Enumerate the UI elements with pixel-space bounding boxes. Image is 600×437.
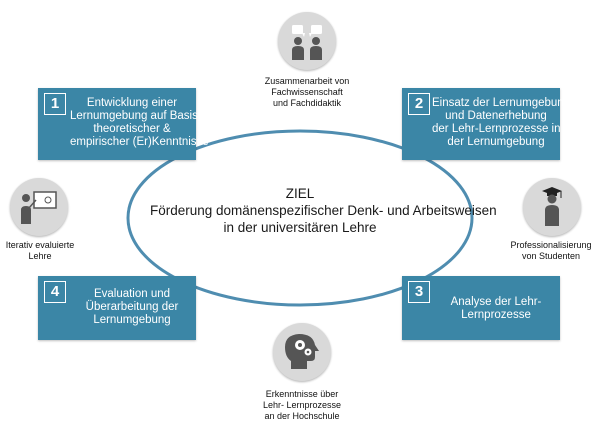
presentation-caption: Iterativ evaluierte Lehre <box>0 240 80 262</box>
caption-line: Iterativ evaluierte <box>5 240 75 250</box>
step-4-number: 4 <box>44 281 66 303</box>
caption-line: Fachwissenschaft <box>271 87 343 97</box>
step-4-line: Lernumgebung <box>93 314 171 326</box>
step-1-line: theoretischer & <box>93 123 171 135</box>
step-1-box: 1 Entwicklung einer Lernumgebung auf Bas… <box>38 88 209 160</box>
step-4-text: Evaluation und Überarbeitung der Lernumg… <box>70 288 194 327</box>
step-3-number: 3 <box>408 281 430 303</box>
step-2-box: 2 Einsatz der Lernumgebung und Datenerhe… <box>402 88 571 160</box>
step-4-line: Überarbeitung der <box>85 301 179 313</box>
step-2-line: der Lernumgebung <box>447 136 545 148</box>
step-1-text: Entwicklung einer Lernumgebung auf Basis… <box>70 97 209 149</box>
step-4-box: 4 Evaluation und Überarbeitung der Lernu… <box>38 276 196 340</box>
goal-line-1: Förderung domänenspezifischer Denk- und … <box>150 203 497 218</box>
step-3-text: Analyse der Lehr- Lernprozesse <box>432 296 560 322</box>
step-1-line: empirischer (Er)Kenntnisse <box>70 136 209 148</box>
step-4-line: Evaluation und <box>93 288 171 300</box>
step-3-box: 3 Analyse der Lehr- Lernprozesse <box>402 276 560 340</box>
step-2-line: der Lehr-Lernprozesse in <box>432 123 561 135</box>
caption-line: Zusammenarbeit von <box>264 76 350 86</box>
caption-line: von Studenten <box>521 251 581 261</box>
caption-line: Professionalisierung <box>510 240 592 250</box>
discussion-caption: Zusammenarbeit von Fachwissenschaft und … <box>240 76 374 109</box>
step-2-text: Einsatz der Lernumgebung und Datenerhebu… <box>432 97 571 149</box>
presentation-icon <box>10 178 68 236</box>
caption-line: und Fachdidaktik <box>272 98 342 108</box>
graduate-caption: Professionalisierung von Studenten <box>502 240 600 262</box>
goal-line-2: in der universitären Lehre <box>223 220 377 235</box>
caption-line: Lehre <box>28 251 52 261</box>
caption-line: Lehr- Lernprozesse <box>262 400 342 410</box>
step-1-number: 1 <box>44 93 66 115</box>
step-3-line: Analyse der Lehr- <box>450 296 542 308</box>
step-1-line: Entwicklung einer <box>86 97 178 109</box>
caption-line: Erkenntnisse über <box>265 389 339 399</box>
step-3-line: Lernprozesse <box>461 309 531 321</box>
graduate-icon <box>523 178 581 236</box>
step-1-line: Lernumgebung auf Basis <box>70 110 198 122</box>
head-gears-icon <box>273 323 331 381</box>
goal-text: ZIEL Förderung domänenspezifischer Denk-… <box>150 185 497 236</box>
step-2-number: 2 <box>408 93 430 115</box>
caption-line: an der Hochschule <box>264 411 340 421</box>
discussion-icon <box>278 12 336 70</box>
head-gears-caption: Erkenntnisse über Lehr- Lernprozesse an … <box>240 389 364 422</box>
step-2-line: Einsatz der Lernumgebung <box>432 97 571 109</box>
goal-heading: ZIEL <box>285 186 315 201</box>
step-2-line: und Datenerhebung <box>445 110 547 122</box>
